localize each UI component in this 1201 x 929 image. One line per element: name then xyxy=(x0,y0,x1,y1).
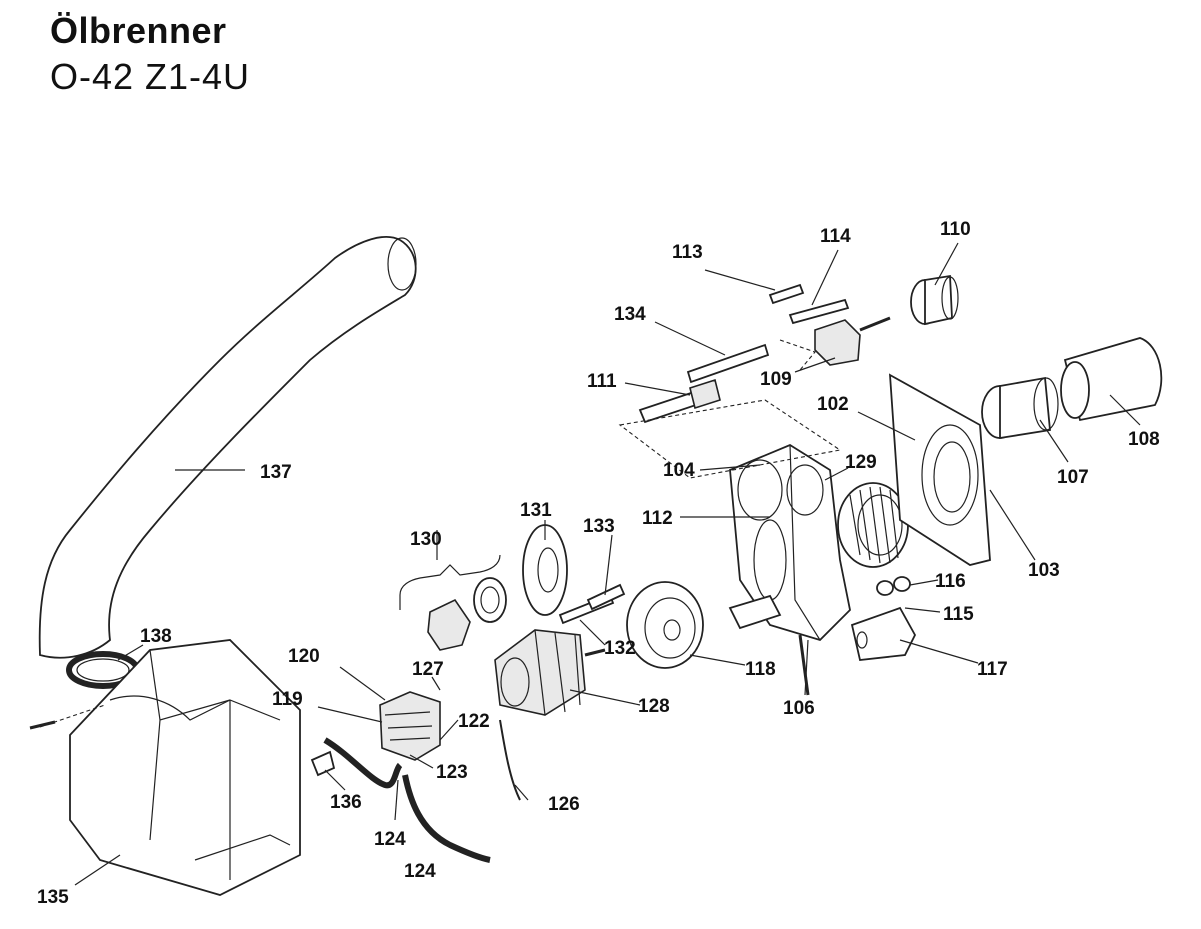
part-110-ring xyxy=(910,274,959,326)
label-133: 133 xyxy=(583,516,615,537)
assembly-dash-line xyxy=(779,339,816,371)
part-106-bracket xyxy=(728,594,810,696)
label-102: 102 xyxy=(817,394,849,415)
label-118: 118 xyxy=(745,659,776,680)
part-137-air-hose xyxy=(38,236,417,659)
label-126: 126 xyxy=(548,794,580,815)
label-128: 128 xyxy=(638,696,670,717)
part-113-114-holder xyxy=(768,283,850,325)
page-title: Ölbrenner xyxy=(50,10,227,51)
label-112: 112 xyxy=(642,508,673,529)
label-104: 104 xyxy=(663,460,695,481)
model-subtitle: O-42 Z1-4U xyxy=(50,56,251,97)
label-127: 127 xyxy=(412,659,444,680)
part-108-burner-tube xyxy=(1060,337,1163,422)
part-104-housing xyxy=(729,443,851,642)
part-111-nozzle xyxy=(638,378,721,424)
leader-lines xyxy=(74,242,1141,886)
label-109: 109 xyxy=(760,369,792,390)
label-137: 137 xyxy=(260,462,292,483)
part-oil-lines xyxy=(323,719,521,863)
label-116: 116 xyxy=(935,571,966,592)
part-131-flange xyxy=(522,524,568,616)
label-103: 103 xyxy=(1028,560,1060,581)
part-120-oil-pump xyxy=(379,691,441,761)
label-111: 111 xyxy=(587,371,617,392)
part-134-rod xyxy=(686,343,770,384)
label-132: 132 xyxy=(604,638,636,659)
label-123: 123 xyxy=(436,762,468,783)
label-117: 117 xyxy=(977,659,1008,680)
label-110: 110 xyxy=(940,219,971,240)
label-113: 113 xyxy=(672,242,703,263)
label-119: 119 xyxy=(272,689,303,710)
part-128-motor xyxy=(494,629,606,716)
part-116-washers xyxy=(876,576,911,596)
part-136-nipple xyxy=(310,750,336,777)
assembly-dash-frame xyxy=(618,399,842,479)
label-124-upper: 124 xyxy=(374,829,406,850)
part-labels: 113 114 110 134 109 111 102 108 107 104 … xyxy=(37,219,1160,908)
part-118-fan-ring xyxy=(626,581,704,669)
label-138: 138 xyxy=(140,626,172,647)
label-115: 115 xyxy=(943,604,974,625)
label-114: 114 xyxy=(820,226,851,247)
label-136: 136 xyxy=(330,792,362,813)
label-134: 134 xyxy=(614,304,646,325)
label-131: 131 xyxy=(520,500,552,521)
part-135-hood xyxy=(29,639,301,896)
part-102-front-plate xyxy=(888,373,991,566)
label-130: 130 xyxy=(410,529,442,550)
label-124-lower: 124 xyxy=(404,861,436,882)
part-132-133-shaft xyxy=(558,583,626,625)
label-122: 122 xyxy=(458,711,490,732)
label-120: 120 xyxy=(288,646,320,667)
part-107-air-tube xyxy=(981,376,1059,440)
label-106: 106 xyxy=(783,698,815,719)
label-107: 107 xyxy=(1057,467,1089,488)
part-130-coupling xyxy=(399,554,507,651)
part-117-control-box xyxy=(850,606,917,661)
label-108: 108 xyxy=(1128,429,1160,450)
label-129: 129 xyxy=(845,452,877,473)
part-109-electrode-block xyxy=(814,316,891,366)
label-135: 135 xyxy=(37,887,69,908)
